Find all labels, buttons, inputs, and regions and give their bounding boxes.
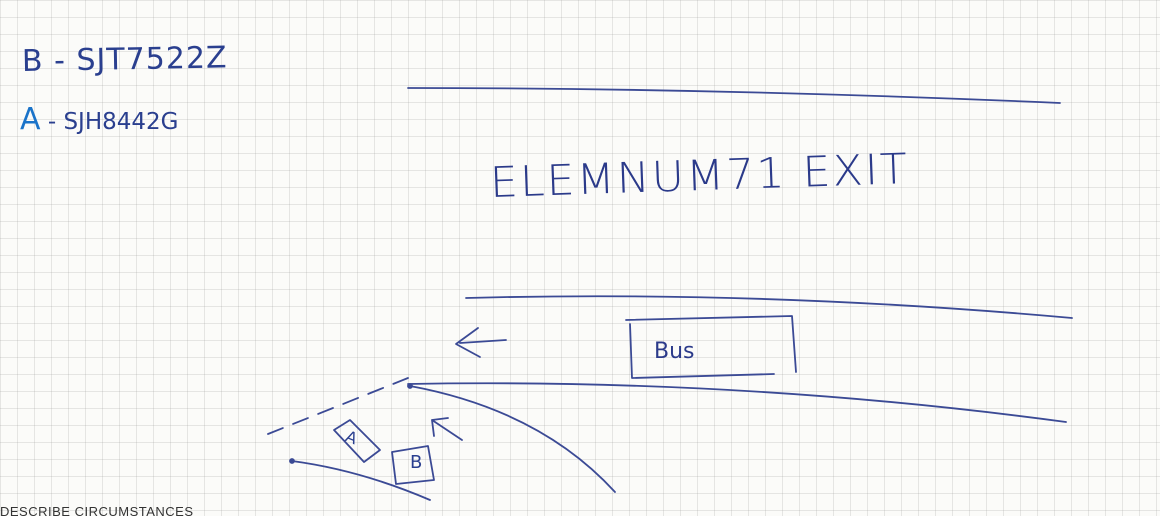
bus-outline — [625, 315, 797, 379]
road-edge-top — [407, 87, 1061, 104]
bus-label: Bus — [654, 339, 695, 364]
road-edge-bottom — [407, 382, 1067, 423]
vehicle-b-outline — [391, 445, 435, 485]
junction-dot — [407, 383, 413, 389]
plate-a-text: A - SJH8442G — [20, 102, 179, 137]
vehicle-a-outline — [333, 419, 381, 463]
footer-caption: DESCRIBE CIRCUMSTANCES — [0, 504, 194, 516]
exit-curve-edge — [409, 385, 616, 493]
exit-lower-edge — [291, 460, 431, 501]
road-edge-middle — [465, 295, 1073, 319]
plate-a-letter: A — [20, 102, 41, 137]
vehicle-b-label: B — [410, 452, 423, 473]
vehicle-direction-arrow — [431, 417, 463, 441]
plate-b-text: B - SJT7522Z — [21, 40, 228, 79]
exit-dashed-line — [267, 377, 409, 435]
exit-dot — [289, 458, 295, 464]
plate-a-number: - SJH8442G — [40, 109, 179, 135]
traffic-direction-arrow — [455, 327, 507, 358]
